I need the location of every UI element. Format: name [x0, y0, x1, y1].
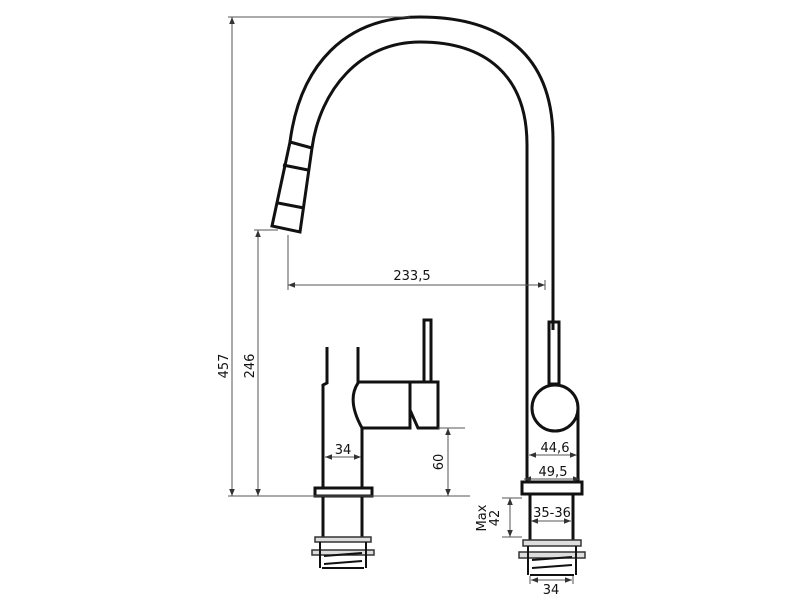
dim-thread-34: 34 — [543, 583, 560, 598]
dim-44-6: 44,6 — [541, 441, 570, 456]
side-view-faucet — [311, 318, 440, 569]
dim-max-42: 42 — [488, 510, 503, 527]
dim-35-36: 35-36 — [533, 506, 571, 521]
front-view-faucet — [270, 15, 586, 576]
lever-handle — [547, 320, 561, 386]
dim-max-label: Max — [475, 504, 490, 531]
spout-inner — [310, 40, 529, 482]
dim-side-34: 34 — [335, 443, 352, 458]
base-collar — [520, 480, 584, 496]
dim-233-5: 233,5 — [393, 269, 430, 284]
dimension-lines — [228, 16, 580, 584]
spout-outer — [288, 15, 555, 330]
dim-246: 246 — [243, 354, 258, 379]
handle-knob — [530, 383, 580, 433]
side-collar — [313, 486, 374, 498]
side-mounting-thread — [311, 536, 375, 569]
spray-head — [270, 140, 314, 234]
dim-457: 457 — [217, 354, 232, 379]
mounting-thread — [518, 539, 586, 576]
dim-60: 60 — [432, 454, 447, 471]
side-lever — [422, 318, 433, 384]
dim-49-5: 49,5 — [539, 465, 568, 480]
